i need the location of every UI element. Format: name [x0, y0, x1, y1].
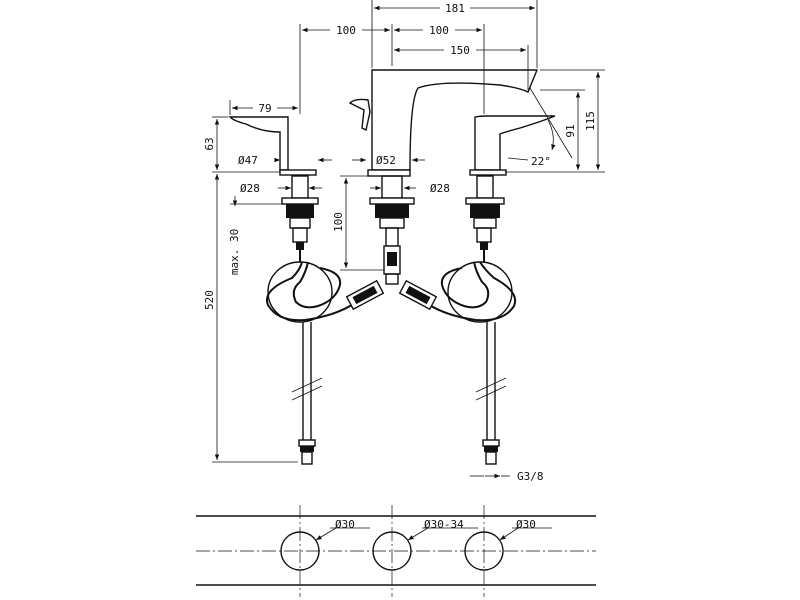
- hole-right-circle: [464, 531, 504, 571]
- middle-shank-assembly: [369, 175, 415, 285]
- label-spout-outlet-height: 91: [564, 124, 577, 137]
- label-hole-left: Ø30: [335, 518, 355, 531]
- label-shank-length: 100: [332, 212, 345, 232]
- label-spout-base-dia: Ø52: [376, 154, 396, 167]
- label-spout-right-offset: 100: [429, 24, 449, 37]
- label-handle-height: 63: [203, 137, 216, 150]
- left-handle: [228, 116, 317, 176]
- label-hose-length: 520: [203, 290, 216, 310]
- left-shank-assembly: [281, 175, 319, 262]
- dimension-lines: [212, 0, 605, 479]
- label-hole-middle: Ø30-34: [424, 518, 464, 531]
- label-handle-base-dia: Ø47: [238, 154, 258, 167]
- label-spout-height: 115: [584, 111, 597, 131]
- right-handle: [469, 115, 556, 176]
- label-spout-angle: 22°: [531, 155, 551, 168]
- hole-middle-circle: [372, 531, 412, 571]
- hole-left-circle: [280, 531, 320, 571]
- label-overall-width: 181: [445, 2, 465, 15]
- label-shank-right-dia: Ø28: [430, 182, 450, 195]
- label-connection-thread: G3/8: [517, 470, 544, 483]
- label-spout-reach: 150: [450, 44, 470, 57]
- label-max-counter-thickness: max. 30: [228, 229, 241, 275]
- left-hose-connector: [345, 279, 385, 311]
- label-spout-left-offset: 100: [336, 24, 356, 37]
- right-shank-assembly: [465, 175, 505, 262]
- dimension-labels: 181 100 100 150 79 115 91 22° 63 Ø47 Ø52…: [203, 1, 597, 531]
- right-hose-connector: [398, 279, 438, 311]
- label-shank-left-dia: Ø28: [240, 182, 260, 195]
- label-hole-right: Ø30: [516, 518, 536, 531]
- label-handle-length: 79: [258, 102, 271, 115]
- hole-layout: [196, 505, 596, 597]
- left-supply-pipe: [291, 322, 323, 465]
- right-supply-pipe: [475, 322, 507, 465]
